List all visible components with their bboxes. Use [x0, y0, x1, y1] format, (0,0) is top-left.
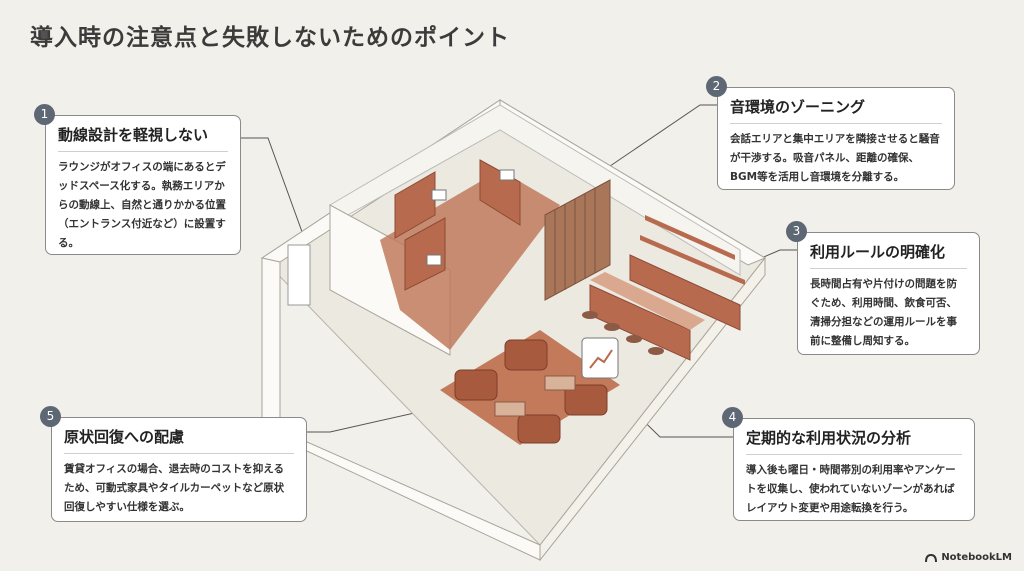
- point-card-4: 定期的な利用状況の分析 導入後も曜日・時間帯別の利用率やアンケートを収集し、使わ…: [733, 418, 975, 521]
- point-body: ラウンジがオフィスの端にあるとデッドスペース化する。執務エリアからの動線上、自然…: [58, 161, 226, 249]
- point-card-1: 動線設計を軽視しない ラウンジがオフィスの端にあるとデッドスペース化する。執務エ…: [45, 115, 241, 255]
- point-heading: 定期的な利用状況の分析: [746, 427, 962, 455]
- chart-sign-icon: [581, 337, 619, 379]
- number-badge-5: 5: [40, 406, 61, 427]
- point-heading: 原状回復への配慮: [64, 426, 294, 454]
- point-card-3: 利用ルールの明確化 長時間占有や片付けの問題を防ぐため、利用時間、飲食可否、清掃…: [797, 232, 980, 355]
- point-body: 長時間占有や片付けの問題を防ぐため、利用時間、飲食可否、清掃分担などの運用ルール…: [810, 278, 957, 347]
- leader-line-5: [307, 404, 451, 433]
- point-card-5: 原状回復への配慮 賃貸オフィスの場合、退去時のコストを抑えるため、可動式家具やタ…: [51, 417, 307, 522]
- point-heading: 音環境のゾーニング: [730, 96, 942, 124]
- point-card-2: 音環境のゾーニング 会話エリアと集中エリアを隣接させると騒音が干渉する。吸音パネ…: [717, 87, 955, 190]
- number-badge-4: 4: [722, 407, 743, 428]
- point-heading: 動線設計を軽視しない: [58, 124, 228, 152]
- page-title: 導入時の注意点と失敗しないためのポイント: [30, 25, 510, 51]
- point-body: 導入後も曜日・時間帯別の利用率やアンケートを収集し、使われていないゾーンがあれば…: [746, 464, 956, 514]
- number-badge-1: 1: [34, 104, 55, 125]
- point-body: 賃貸オフィスの場合、退去時のコストを抑えるため、可動式家具やタイルカーペットなど…: [64, 463, 285, 513]
- notebooklm-logo: NotebookLM: [925, 552, 1012, 563]
- door: [287, 244, 311, 306]
- point-heading: 利用ルールの明確化: [810, 241, 967, 269]
- number-badge-3: 3: [786, 221, 807, 242]
- number-badge-2: 2: [706, 76, 727, 97]
- leader-line-1: [240, 137, 306, 241]
- brand-name: NotebookLM: [941, 552, 1012, 563]
- notebooklm-icon: [925, 553, 938, 562]
- point-body: 会話エリアと集中エリアを隣接させると騒音が干渉する。吸音パネル、距離の確保、BG…: [730, 133, 940, 183]
